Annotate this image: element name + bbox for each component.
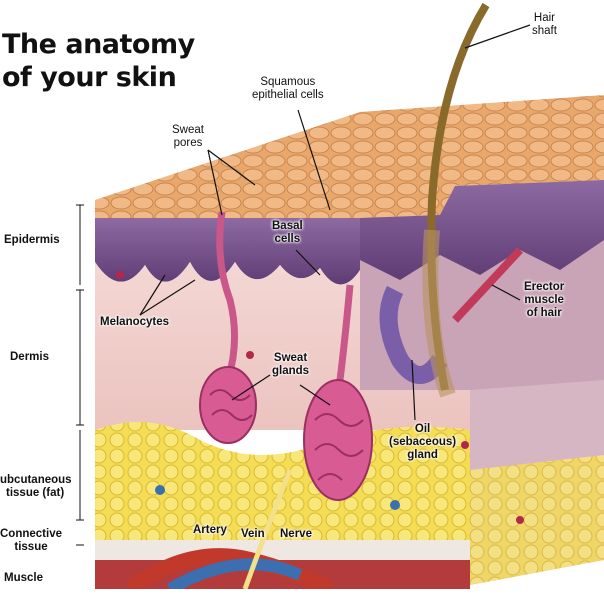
artery-label: Artery bbox=[193, 524, 227, 536]
subcutaneous-line-1: ubcutaneous bbox=[0, 474, 72, 486]
connective-line-1: Connective bbox=[0, 528, 62, 540]
hair-shaft-label: Hair shaft bbox=[532, 12, 557, 38]
sweat-gland-1 bbox=[199, 366, 257, 444]
sweat-pores-label: Sweat pores bbox=[172, 124, 204, 150]
leader-lines bbox=[139, 24, 531, 421]
sweat-pores-line-2: pores bbox=[173, 137, 203, 149]
subcutaneous-label: ubcutaneous tissue (fat) bbox=[0, 474, 72, 500]
basal-cells-label: Basal cells bbox=[272, 220, 303, 246]
sweat-glands-label: Sweat glands bbox=[272, 352, 309, 378]
gland-coils bbox=[209, 389, 364, 481]
oil-line-2: (sebaceous) bbox=[389, 436, 457, 448]
sweat-duct-2 bbox=[336, 284, 354, 381]
skin-surface bbox=[95, 95, 604, 218]
melanocytes-label: Melanocytes bbox=[100, 316, 170, 328]
connective-line-2: tissue bbox=[14, 541, 48, 553]
oil-gland bbox=[379, 285, 448, 384]
layer-brackets bbox=[76, 204, 84, 546]
oil-line-1: Oil bbox=[414, 423, 431, 435]
nerve-label: Nerve bbox=[280, 528, 312, 540]
sweat-gland-2 bbox=[303, 379, 373, 501]
fat-layer bbox=[95, 422, 470, 540]
erector-muscle bbox=[452, 247, 523, 323]
epidermis-layer bbox=[95, 218, 360, 285]
squamous-line-1: Squamous bbox=[260, 76, 316, 88]
hair-shaft-line-1: Hair bbox=[533, 12, 556, 24]
cell-dot bbox=[461, 441, 469, 449]
epidermis-label: Epidermis bbox=[4, 234, 60, 246]
erector-line-2: muscle bbox=[524, 294, 564, 306]
squamous-line-2: epithelial cells bbox=[252, 89, 324, 101]
sweat-duct-1 bbox=[216, 211, 238, 382]
basal-line-1: Basal bbox=[272, 220, 303, 232]
erector-line-3: of hair bbox=[526, 307, 562, 319]
vein-label: Vein bbox=[241, 528, 265, 540]
side-face-fat bbox=[470, 455, 604, 585]
erector-line-1: Erector bbox=[524, 281, 565, 293]
title-line-2: of your skin bbox=[2, 62, 177, 93]
squamous-label: Squamous epithelial cells bbox=[252, 76, 324, 102]
nerve-fiber bbox=[242, 469, 293, 590]
back-block-epidermis bbox=[360, 180, 604, 280]
erector-muscle-label: Erector muscle of hair bbox=[524, 281, 564, 320]
sweat-pores-line-1: Sweat bbox=[172, 124, 204, 136]
connective-tissue bbox=[95, 540, 470, 560]
vein-vessel bbox=[166, 558, 303, 594]
cell-dot bbox=[516, 516, 524, 524]
diagram-title: The anatomy of your skin bbox=[2, 28, 195, 94]
sweat-glands-line-2: glands bbox=[272, 365, 310, 377]
muscle-label: Muscle bbox=[4, 572, 43, 584]
connective-tissue-label: Connective tissue bbox=[0, 528, 62, 554]
cell-dot bbox=[390, 500, 400, 510]
basal-line-2: cells bbox=[274, 233, 301, 245]
cell-dot bbox=[155, 485, 165, 495]
hair-follicle bbox=[422, 229, 456, 398]
cell-dot bbox=[246, 351, 254, 359]
cell-dot bbox=[116, 271, 124, 279]
oil-line-3: gland bbox=[407, 449, 438, 461]
dermis-label: Dermis bbox=[10, 351, 49, 363]
subcutaneous-line-2: tissue (fat) bbox=[6, 487, 65, 499]
oil-gland-label: Oil (sebaceous) gland bbox=[389, 423, 456, 462]
title-line-1: The anatomy bbox=[2, 29, 195, 60]
hair-shaft-line-2: shaft bbox=[532, 25, 557, 37]
dermis-layer bbox=[95, 262, 470, 430]
sweat-glands-line-1: Sweat bbox=[273, 352, 308, 364]
